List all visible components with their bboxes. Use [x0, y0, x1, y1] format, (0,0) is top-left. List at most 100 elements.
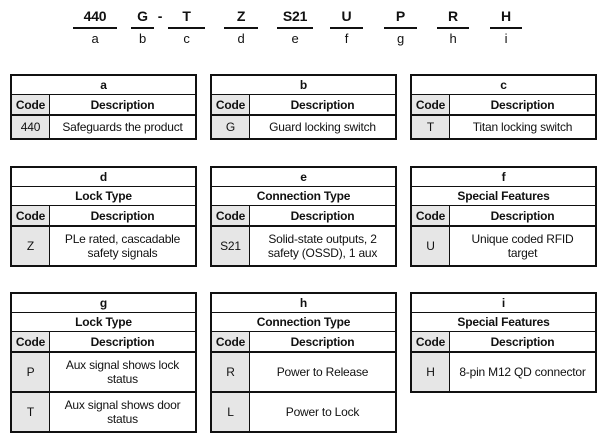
table-header-row: Code Description — [12, 95, 195, 114]
code-cell: Z — [12, 227, 50, 265]
code-segment-letter: d — [237, 31, 245, 46]
table-header-row: Code Description — [12, 206, 195, 225]
description-column-header: Description — [290, 208, 355, 223]
table-header-row: Code Description — [212, 206, 395, 225]
code-column-header: Code — [412, 332, 450, 351]
description-column-header: Description — [290, 97, 355, 112]
table-row: L Power to Lock — [212, 391, 395, 431]
code-cell: U — [412, 227, 450, 265]
code-segment-value: S21 — [282, 8, 308, 24]
description-cell: Safeguards the product — [62, 120, 183, 134]
description-cell: PLe rated, cascadable safety signals — [64, 232, 181, 260]
description-cell: Power to Release — [276, 365, 369, 379]
table-category-heading: Special Features — [412, 187, 595, 206]
code-column-header: Code — [12, 206, 50, 225]
code-segment-underline — [437, 27, 469, 29]
code-cell: 440 — [12, 116, 50, 138]
description-cell: 8-pin M12 QD connector — [459, 365, 586, 379]
table-category-heading: Connection Type — [212, 187, 395, 206]
table-category-heading: Special Features — [412, 313, 595, 332]
code-segment-underline — [277, 27, 313, 29]
table-row: Z PLe rated, cascadable safety signals — [12, 225, 195, 265]
code-cell: L — [212, 393, 250, 431]
code-segment-letter: h — [449, 31, 457, 46]
code-segment-underline — [73, 27, 117, 29]
code-segment-underline — [168, 27, 205, 29]
code-segment-value: P — [395, 8, 406, 24]
code-segment-underline — [330, 27, 363, 29]
code-cell: H — [412, 353, 450, 391]
description-column-header: Description — [490, 97, 555, 112]
code-segment-value: 440 — [83, 8, 107, 24]
code-segment-value: U — [341, 8, 352, 24]
table-letter-heading: e — [212, 168, 395, 187]
table-row: H 8-pin M12 QD connector — [412, 351, 595, 391]
description-column-header: Description — [490, 334, 555, 349]
code-segment-letter: i — [504, 31, 508, 46]
code-segment-underline — [490, 27, 522, 29]
code-segment-a: 440 a — [73, 8, 117, 46]
code-cell: R — [212, 353, 250, 391]
table-row: R Power to Release — [212, 351, 395, 391]
table-letter-heading: h — [212, 294, 395, 313]
code-segment-dash: - — [152, 8, 168, 25]
code-cell: P — [12, 353, 50, 391]
table-letter-heading: g — [12, 294, 195, 313]
table-letter-heading: b — [212, 76, 395, 95]
description-column-header: Description — [90, 97, 155, 112]
table-letter-heading: d — [12, 168, 195, 187]
code-segment-value: Z — [236, 8, 246, 24]
description-cell: Aux signal shows door status — [64, 398, 181, 426]
table-letter-heading: c — [412, 76, 595, 95]
description-column-header: Description — [490, 208, 555, 223]
description-cell: Power to Lock — [285, 405, 360, 419]
table-header-row: Code Description — [412, 206, 595, 225]
table-category-heading: Lock Type — [12, 313, 195, 332]
code-column-header: Code — [212, 206, 250, 225]
code-segment-letter: a — [91, 31, 99, 46]
code-segment-underline — [131, 27, 154, 29]
code-segment-value: R — [448, 8, 458, 24]
code-segment-letter: g — [396, 31, 405, 46]
code-column-header: Code — [412, 206, 450, 225]
description-cell: Solid-state outputs, 2 safety (OSSD), 1 … — [267, 232, 378, 260]
code-column-header: Code — [12, 332, 50, 351]
code-cell: T — [12, 393, 50, 431]
table-header-row: Code Description — [412, 332, 595, 351]
code-segment-value: T — [182, 8, 191, 24]
code-segment-letter: e — [291, 31, 299, 46]
description-cell: Titan locking switch — [472, 120, 573, 134]
code-segment-value: H — [501, 8, 511, 24]
table-category-heading: Connection Type — [212, 313, 395, 332]
code-segment-letter: c — [183, 31, 190, 46]
code-column-header: Code — [12, 95, 50, 114]
table-letter-heading: a — [12, 76, 195, 95]
code-segment-underline — [384, 27, 417, 29]
table-letter-heading: f — [412, 168, 595, 187]
code-column-header: Code — [212, 332, 250, 351]
description-column-header: Description — [90, 208, 155, 223]
